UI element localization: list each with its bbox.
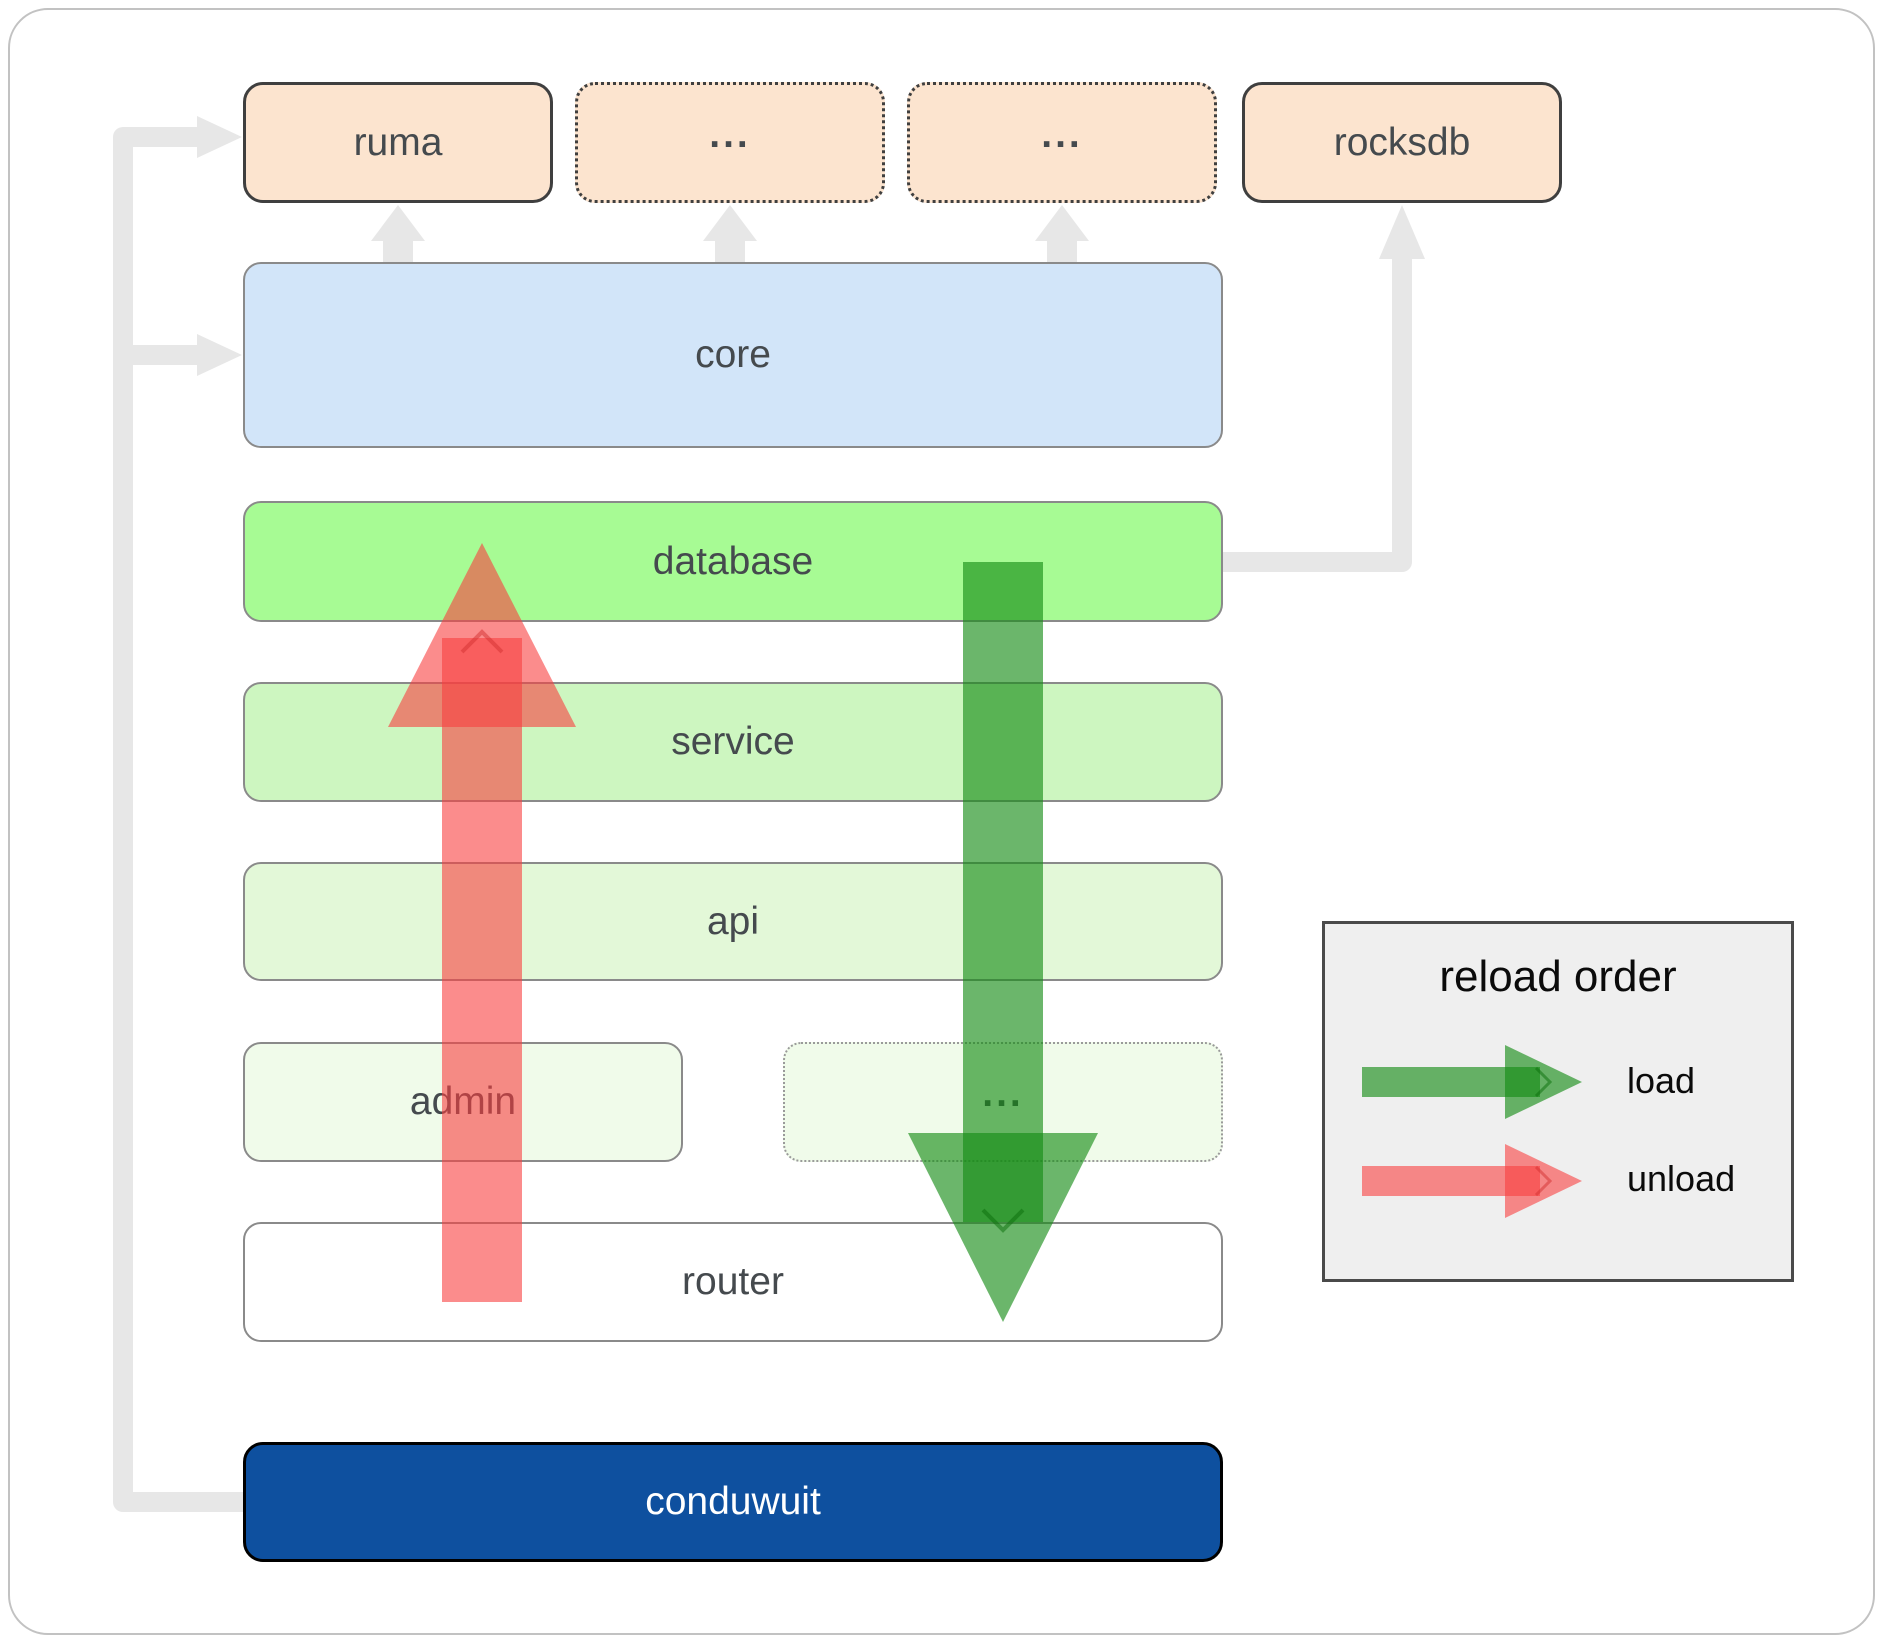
node-conduwuit: conduwuit [243, 1442, 1223, 1562]
node-database-label: database [652, 539, 814, 583]
node-conduwuit-label: conduwuit [645, 1480, 821, 1523]
node-core: core [243, 262, 1223, 448]
node-ruma-label: ruma [353, 120, 443, 164]
node-router-label: router [682, 1260, 784, 1303]
node-service-label: service [671, 720, 795, 763]
node-external-bottom-label: ... [982, 1072, 1024, 1115]
node-admin-label: admin [409, 1080, 517, 1123]
outer-frame [8, 8, 1875, 1635]
node-external-2-label: ... [1041, 112, 1083, 156]
node-database: database [243, 501, 1223, 622]
node-external-2: ... [907, 82, 1217, 203]
node-rocksdb: rocksdb [1242, 82, 1562, 203]
node-external-bottom: ... [783, 1042, 1223, 1162]
legend-unload-label: unload [1627, 1158, 1736, 1199]
node-admin: admin [243, 1042, 683, 1162]
node-external-1: ... [575, 82, 885, 203]
node-ruma: ruma [243, 82, 553, 203]
node-router: router [243, 1222, 1223, 1342]
node-service: service [243, 682, 1223, 802]
node-core-label: core [695, 333, 771, 376]
node-api: api [243, 862, 1223, 981]
node-rocksdb-label: rocksdb [1333, 120, 1471, 164]
legend-title: reload order [1439, 952, 1677, 1001]
node-api-label: api [706, 899, 760, 943]
legend-load-label: load [1627, 1060, 1696, 1101]
node-external-1-label: ... [709, 112, 751, 156]
